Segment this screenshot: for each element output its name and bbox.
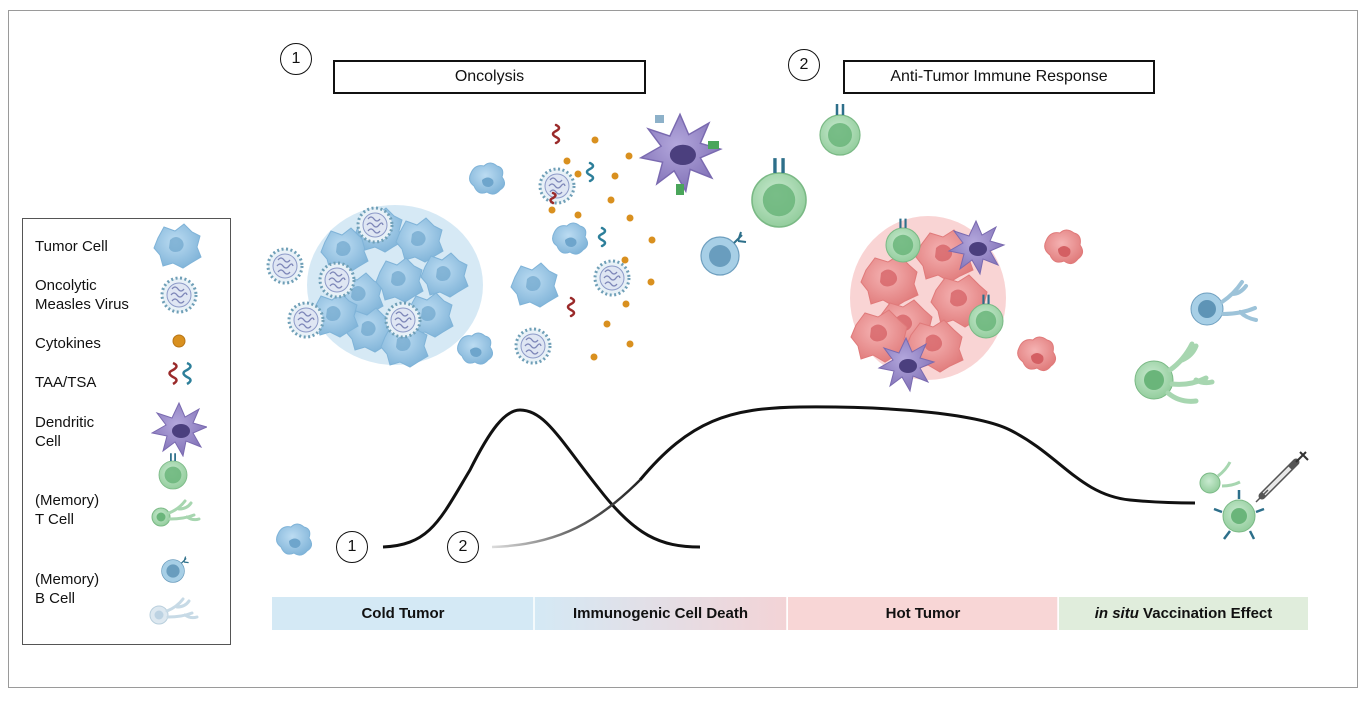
immune-response-header: Anti-Tumor Immune Response	[843, 60, 1155, 94]
tumor-cell-icon	[153, 223, 202, 269]
phase-in-situ-vaccination: in situ Vaccination Effect	[1059, 597, 1308, 630]
taa-tsa-icon	[168, 361, 192, 386]
vaccination-cluster	[1199, 461, 1265, 540]
step-1-marker: 1	[280, 43, 312, 75]
legend-dendritic-label-2: Cell	[35, 433, 61, 450]
immune-cells-top	[700, 102, 862, 276]
legend-bcell-label-2: B Cell	[35, 590, 76, 607]
legend-bcell-label-1: (Memory)	[35, 571, 100, 588]
curve-2-marker: 2	[447, 531, 479, 563]
memory-cells-right	[1134, 280, 1258, 404]
curve-oncolysis	[382, 408, 1040, 549]
legend-tumor-cell-label: Tumor Cell	[35, 238, 108, 255]
in-situ-italic: in situ	[1094, 605, 1139, 622]
legend-virus-label-1: Oncolytic	[35, 277, 97, 294]
legend-taa-tsa-label: TAA/TSA	[35, 374, 97, 391]
curve-1-marker: 1	[336, 531, 368, 563]
curve-immune	[491, 405, 1196, 549]
vaccination-effect-text: Vaccination Effect	[1138, 605, 1273, 622]
taa-tsa-scatter	[549, 123, 607, 318]
legend-tcell-label-1: (Memory)	[35, 492, 100, 509]
phase-band	[272, 597, 1308, 630]
legend-dendritic-label-1: Dendritic	[35, 414, 95, 431]
figure-frame	[8, 10, 1358, 688]
hot-tumor-cluster	[850, 216, 1084, 392]
dendritic-cell-main	[640, 113, 722, 195]
cytokines-scatter	[548, 136, 656, 361]
dendritic-cell-icon	[151, 402, 207, 457]
b-cell-icon	[149, 555, 199, 625]
cold-tumor-mini-icon	[276, 523, 313, 556]
syringe-icon	[1255, 451, 1309, 503]
oncolysis-header: Oncolysis	[333, 60, 646, 94]
t-cell-icon	[151, 452, 201, 527]
legend-tcell-label-2: T Cell	[35, 511, 74, 528]
phase-immunogenic-cell-death: Immunogenic Cell Death	[572, 605, 749, 622]
legend-virus-label-2: Measles Virus	[35, 296, 129, 313]
cold-tumor-cluster	[307, 205, 483, 368]
legend-cytokines-label: Cytokines	[35, 335, 101, 352]
phase-cold-tumor: Cold Tumor	[361, 605, 445, 622]
cytokine-icon	[172, 334, 186, 348]
phase-hot-tumor: Hot Tumor	[885, 605, 961, 622]
step-2-marker: 2	[788, 49, 820, 81]
measles-virus-icon	[160, 276, 198, 314]
legend: Tumor Cell Oncolytic Measles Virus Cytok…	[22, 218, 231, 645]
